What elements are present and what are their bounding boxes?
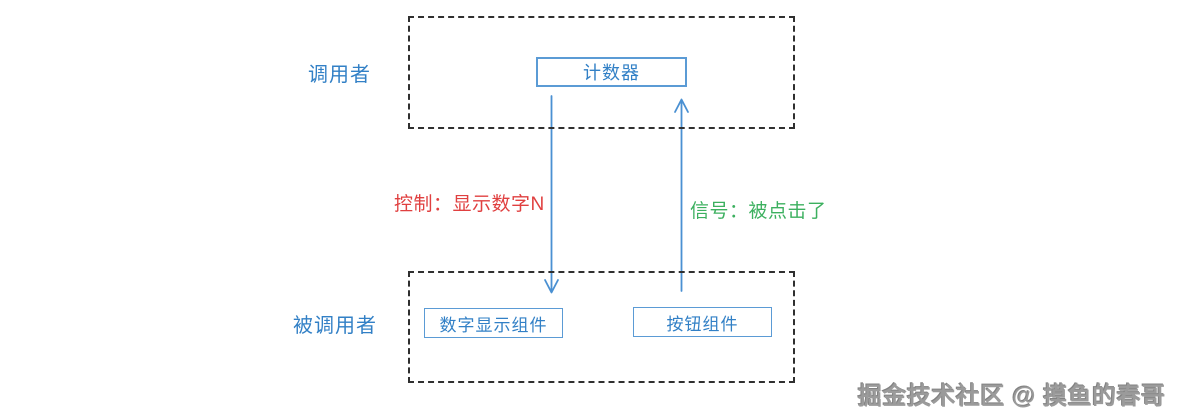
signal-edge-label: 信号：被点击了: [690, 201, 827, 222]
counter-node: 计数器: [536, 57, 687, 87]
watermark: 掘金技术社区 @ 摸鱼的春哥: [858, 383, 1166, 410]
callee-group-label: 被调用者: [293, 315, 377, 337]
caller-group-box: [408, 16, 795, 129]
number-display-component-node: 数字显示组件: [424, 308, 563, 338]
caller-group-label: 调用者: [308, 64, 371, 86]
control-edge-label: 控制：显示数字N: [394, 194, 545, 215]
button-component-node: 按钮组件: [633, 307, 772, 337]
callee-group-box: [408, 271, 795, 383]
